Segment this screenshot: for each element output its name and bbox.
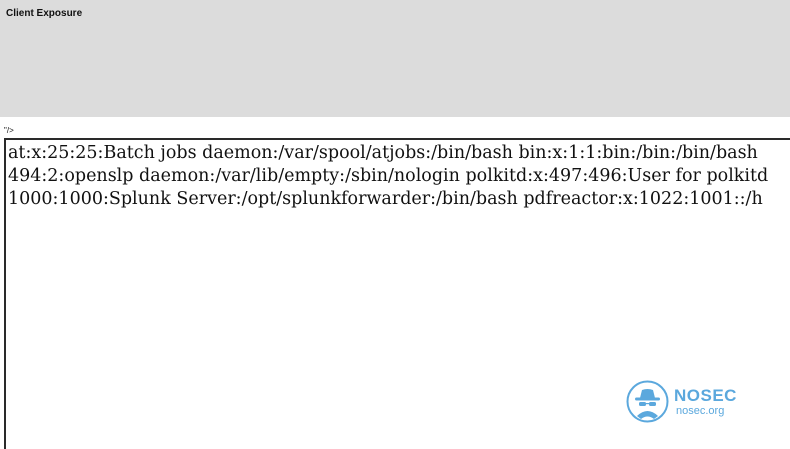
file-output-text: at:x:25:25:Batch jobs daemon:/var/spool/… xyxy=(8,142,768,211)
watermark-url: nosec.org xyxy=(676,405,725,417)
output-line: at:x:25:25:Batch jobs daemon:/var/spool/… xyxy=(8,143,758,163)
header-band: Client Exposure xyxy=(0,0,790,117)
injected-markup-fragment: "/> xyxy=(4,126,14,135)
output-line: 1000:1000:Splunk Server:/opt/splunkforwa… xyxy=(8,189,763,209)
nosec-watermark: NOSEC nosec.org xyxy=(626,380,746,426)
output-line: 494:2:openslp daemon:/var/lib/empty:/sbi… xyxy=(8,166,769,186)
page-title: Client Exposure xyxy=(6,8,83,19)
file-output-area: at:x:25:25:Batch jobs daemon:/var/spool/… xyxy=(4,138,790,449)
watermark-name: NOSEC xyxy=(674,386,737,405)
spy-hat-icon xyxy=(626,380,669,423)
